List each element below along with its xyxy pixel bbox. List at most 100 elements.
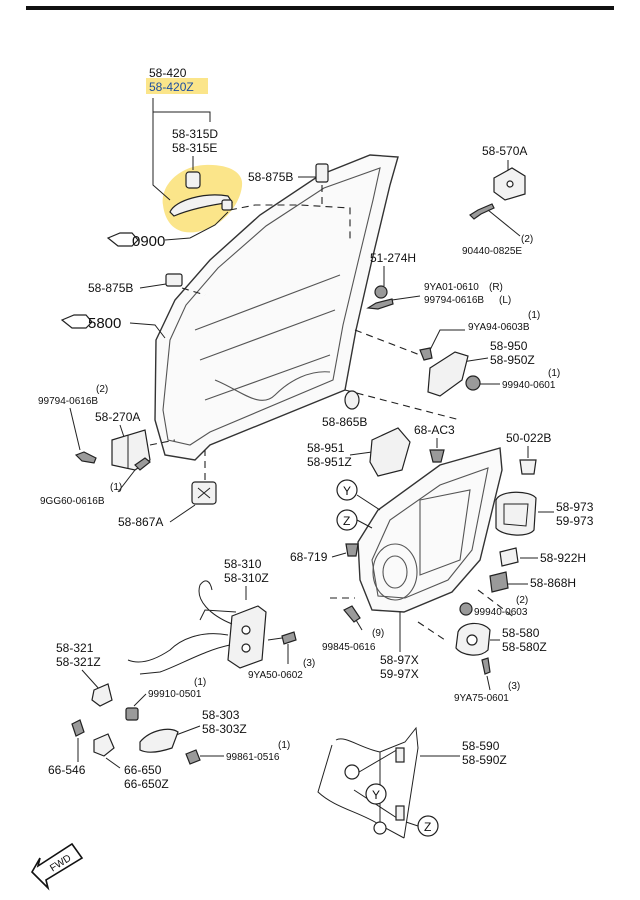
label-58-865b: 58-865B [322,415,367,429]
switch-66-650 [93,733,115,757]
screw-99861 [185,749,201,765]
pointer-icon-5800 [60,314,93,329]
label-9ya50-qty: (3) [303,658,315,669]
label-58-973: 58-973 [556,500,594,514]
label-9ya94: 9YA94-0603B [468,322,530,333]
fwd-arrow-icon [31,842,84,891]
label-58-321z: 58-321Z [56,655,101,669]
clip-58-875b-mid [165,273,183,287]
label-99940-top: 99940-0601 [502,380,556,391]
label-90440-qty: (2) [521,234,533,245]
label-99940-bot-qty: (2) [516,595,528,606]
label-99845: 99845-0616 [322,642,376,653]
label-58-270a: 58-270A [95,410,140,424]
label-58-951z: 58-951Z [307,455,352,469]
pull-handle-58-950 [427,351,469,397]
label-58-590z: 58-590Z [462,753,507,767]
screw-66-546 [71,719,85,737]
bolt-9gg60 [134,457,151,471]
nut-99940-top [465,375,481,391]
label-58-867a: 58-867A [118,515,163,529]
label-58-315d: 58-315D [172,127,218,141]
bolt-9ya01 [366,298,394,310]
label-9ya75-qty: (3) [508,681,520,692]
label-51-274h: 51-274H [370,251,416,265]
label-58-922h: 58-922H [540,551,586,565]
pad-58-922h [499,547,519,567]
inner-handle-58-303 [139,728,179,753]
label-9ya50: 9YA50-0602 [248,670,303,681]
label-5800: 5800 [88,315,121,332]
clip-58-867a [191,481,217,505]
label-99940-top-qty: (1) [548,368,560,379]
label-z-top: Z [343,514,350,528]
label-58-950: 58-950 [490,339,528,353]
label-58-303z: 58-303Z [202,722,247,736]
label-9ya01: 9YA01-0610 [424,282,479,293]
label-90440: 90440-0825E [462,246,522,257]
clip-58-875b-top [315,163,329,183]
label-z-bot: Z [424,820,431,834]
label-50-022b: 50-022B [506,431,551,445]
clip-50-022b [519,459,537,475]
callout-y-bot [365,783,387,805]
switch-58-951 [369,427,411,477]
bolt-9ya75 [481,657,491,675]
label-9ya94-qty: (1) [528,310,540,321]
bolt-99794-left [74,451,97,464]
label-9ya01-r: (R) [489,282,503,293]
plug-58-868h [489,571,509,593]
label-9gg60: 9GG60-0616B [40,496,105,507]
label-66-546: 66-546 [48,763,86,777]
clip-68-ac3 [429,449,445,463]
label-58-875b-top: 58-875B [248,170,293,184]
label-99845-qty: (9) [372,628,384,639]
latch-cables [127,580,237,675]
grommet-51-274h [374,285,388,299]
top-border [26,6,614,10]
label-99940-bot: 99940-0603 [474,607,528,618]
callout-y-top [336,479,358,501]
lever-58-321 [91,683,113,707]
bolt-90440 [469,203,495,220]
pointer-icon-0900 [106,232,139,247]
label-66-650: 66-650 [124,763,162,777]
outer-handle [169,171,234,217]
label-y-top: Y [343,484,351,498]
label-58-97x: 58-97X [380,653,419,667]
clip-99910 [125,707,139,721]
label-0900: 0900 [132,233,165,250]
label-58-315e: 58-315E [172,141,217,155]
label-58-590: 58-590 [462,739,500,753]
bolt-99845 [343,605,361,623]
window-regulator-58-590 [317,726,419,839]
label-9gg60-qty: (1) [110,482,122,493]
label-66-650z: 66-650Z [124,777,169,791]
seal-58-973 [495,491,537,536]
label-99861: 99861-0516 [226,752,280,763]
label-59-97x: 59-97X [380,667,419,681]
label-highlight [146,78,208,94]
label-58-580: 58-580 [502,626,540,640]
label-99794-l: 99794-0616B [424,295,484,306]
label-68-719: 68-719 [290,550,328,564]
label-y-bot: Y [372,788,380,802]
door-module-panel [357,447,503,613]
label-99794-l-tag: (L) [499,295,511,306]
label-99861-qty: (1) [278,740,290,751]
label-9ya75: 9YA75-0601 [454,693,509,704]
label-58-321: 58-321 [56,641,94,655]
label-99910: 99910-0501 [148,689,202,700]
screw-9ya94 [419,347,433,361]
label-59-973: 59-973 [556,514,594,528]
label-58-580z: 58-580Z [502,640,547,654]
label-58-570a: 58-570A [482,144,527,158]
label-58-420: 58-420 [149,66,187,80]
label-58-875b-mid: 58-875B [88,281,133,295]
label-58-950z: 58-950Z [490,353,535,367]
plug-58-865b [344,390,360,410]
label-68-ac3: 68-AC3 [414,423,455,437]
label-99794-left-qty: (2) [96,384,108,395]
nut-99940-bot [459,602,473,616]
